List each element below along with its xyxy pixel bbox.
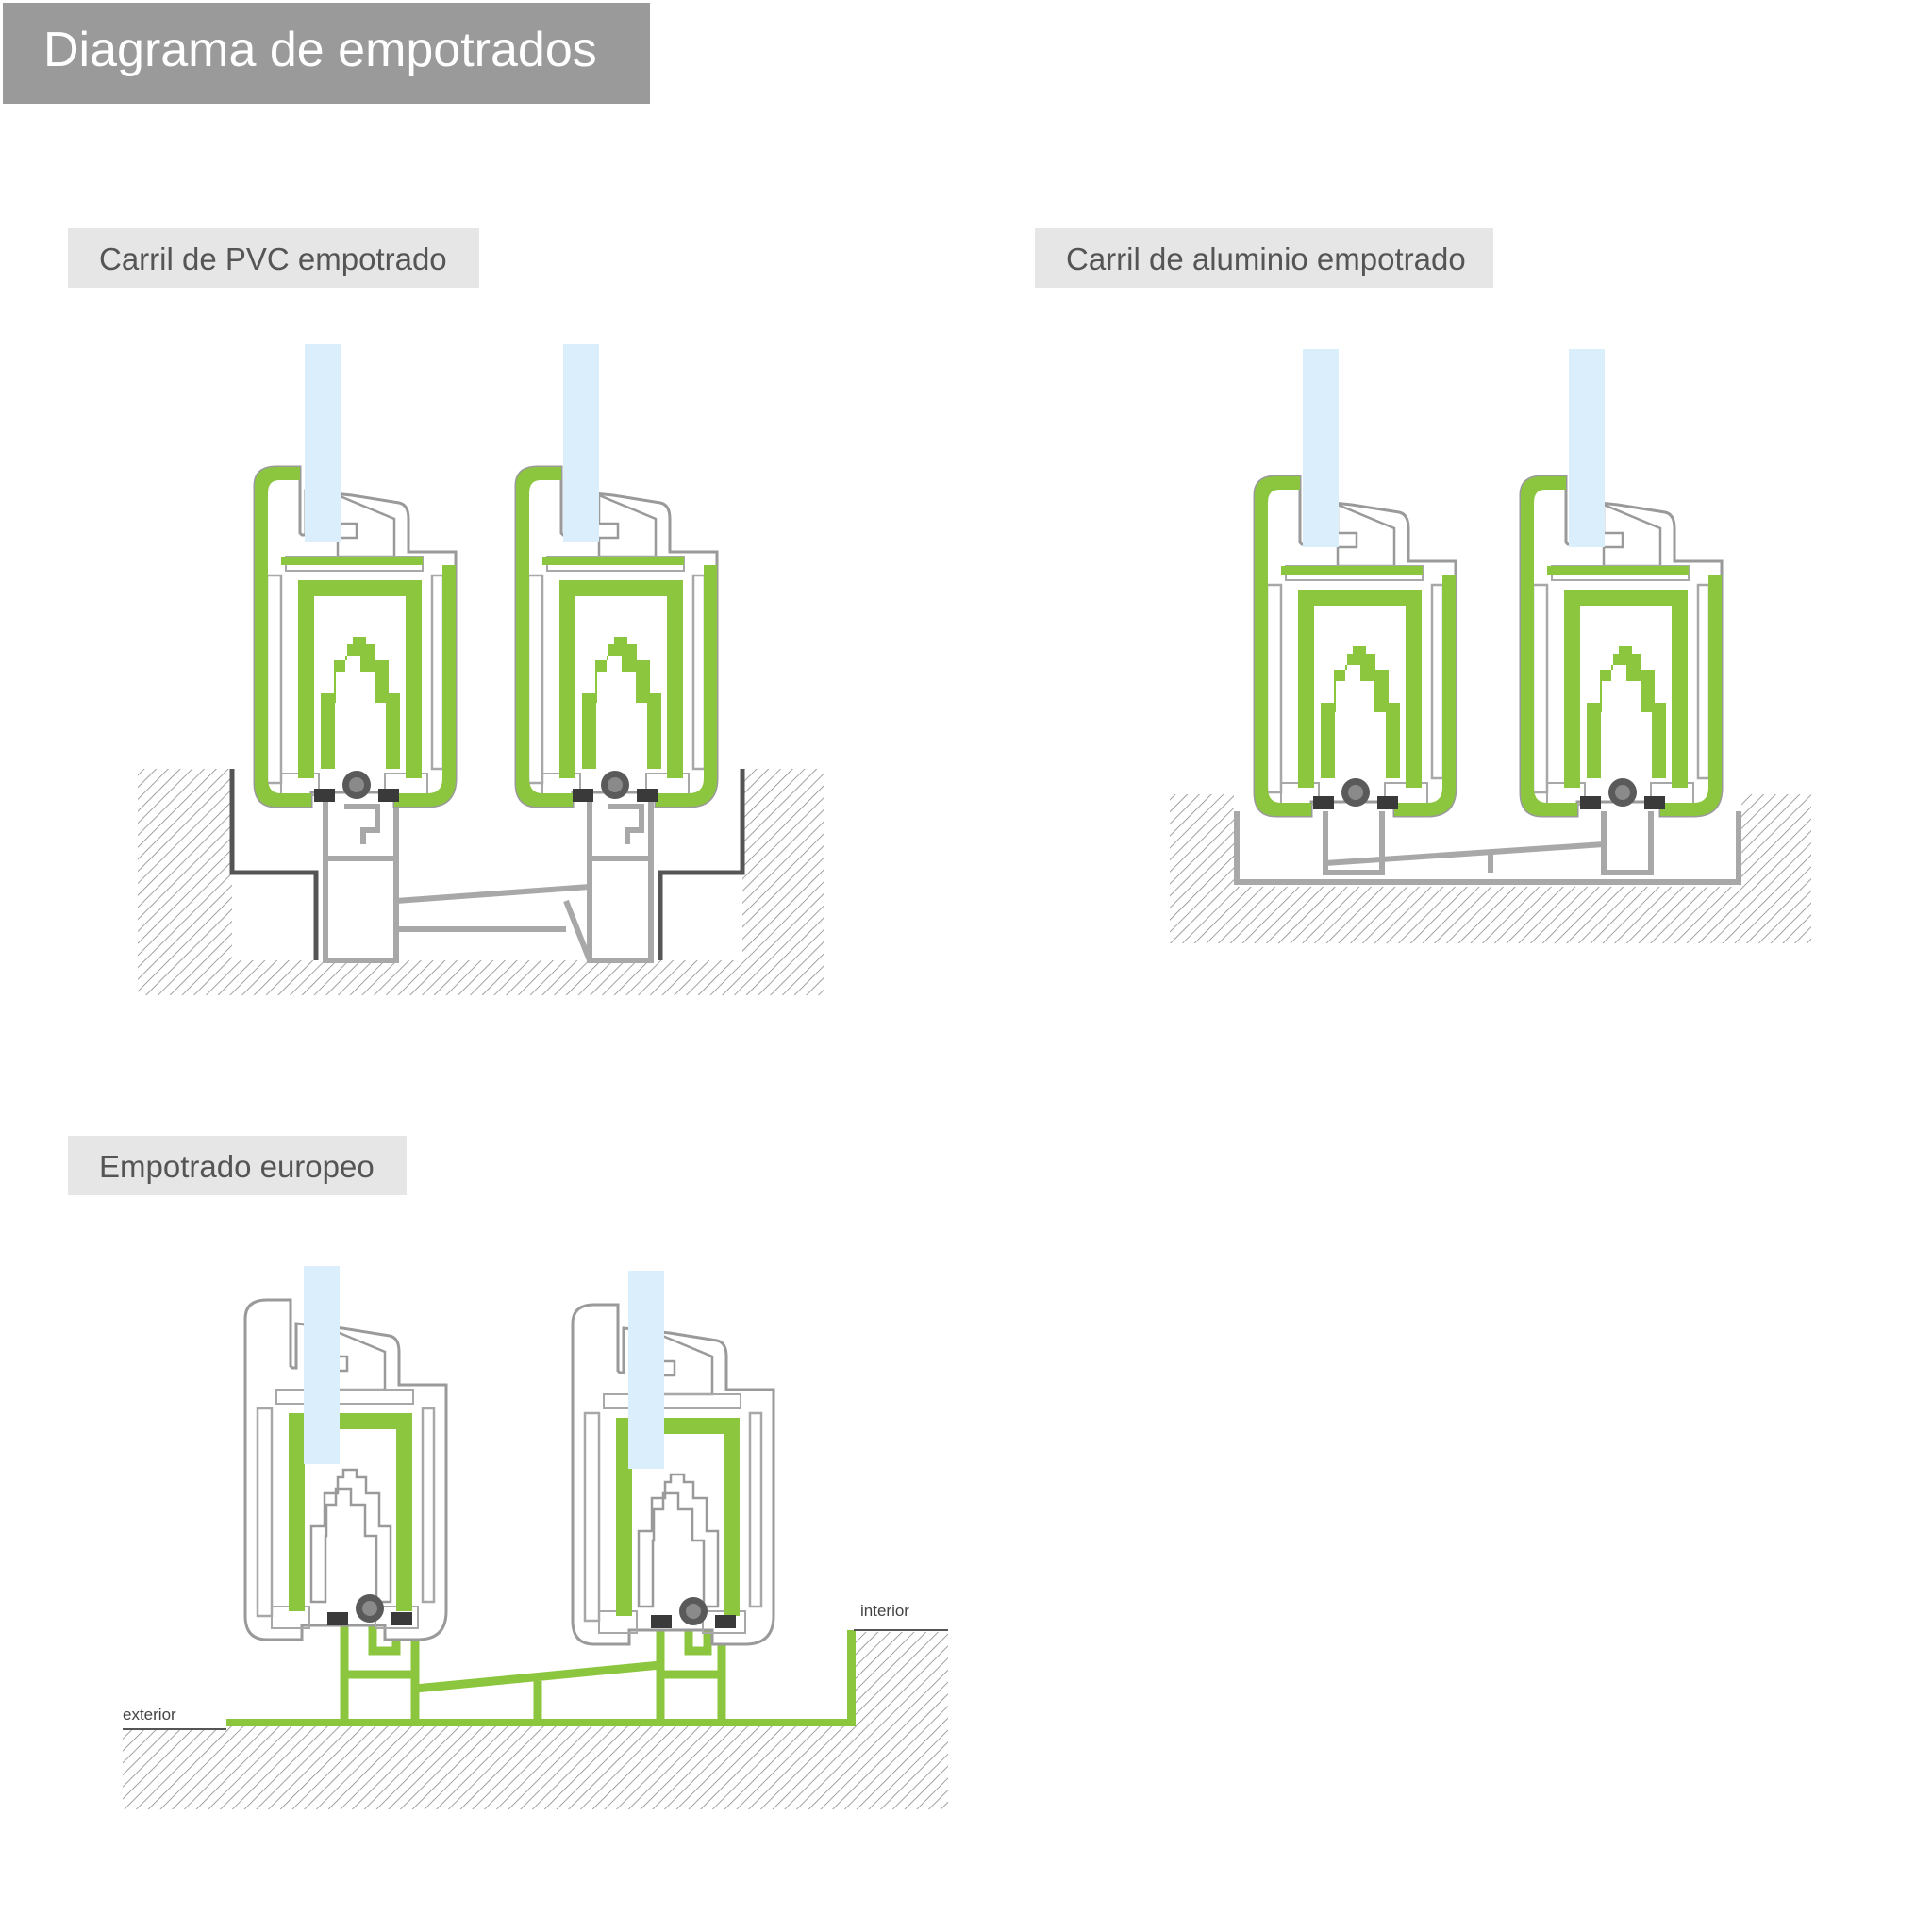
pvc-embed-edge-left xyxy=(229,769,319,960)
diagram-europeo: exterior interior xyxy=(123,1266,948,1809)
europeo-sash-left xyxy=(245,1300,446,1640)
europeo-base-plate xyxy=(226,1719,854,1726)
pvc-sash-right xyxy=(516,467,717,807)
label-interior: interior xyxy=(860,1602,909,1620)
europeo-upstand xyxy=(847,1630,856,1726)
europeo-floor-hatch xyxy=(123,1632,948,1809)
europeo-glass-left xyxy=(304,1266,340,1464)
aluminio-sash-left xyxy=(1255,476,1456,816)
page-title: Diagrama de empotrados xyxy=(43,23,597,77)
pvc-glass-left xyxy=(305,344,341,542)
label-exterior: exterior xyxy=(123,1706,176,1724)
section-label-europeo: Empotrado europeo xyxy=(68,1136,407,1195)
aluminio-glass-right xyxy=(1569,349,1605,547)
aluminio-sash-right xyxy=(1521,476,1722,816)
pvc-floor-hatch xyxy=(138,769,824,995)
europeo-glass-right xyxy=(628,1271,664,1469)
page-title-bar: Diagrama de empotrados xyxy=(3,3,650,104)
diagram-aluminio xyxy=(1170,349,1811,943)
pvc-sash-left xyxy=(255,467,456,807)
pvc-embed-edge-right xyxy=(658,769,745,960)
section-label-pvc-text: Carril de PVC empotrado xyxy=(99,242,447,276)
section-label-europeo-text: Empotrado europeo xyxy=(99,1149,375,1184)
section-label-aluminio-text: Carril de aluminio empotrado xyxy=(1066,242,1466,276)
section-label-aluminio: Carril de aluminio empotrado xyxy=(1035,228,1493,288)
pvc-glass-right xyxy=(563,344,599,542)
section-label-pvc: Carril de PVC empotrado xyxy=(68,228,479,288)
europeo-sash-right xyxy=(573,1305,774,1644)
aluminio-glass-left xyxy=(1303,349,1339,547)
diagram-pvc xyxy=(138,344,824,995)
aluminio-floor-hatch xyxy=(1170,794,1811,943)
pvc-rail-profile xyxy=(323,792,654,963)
aluminio-rail-profile xyxy=(1234,811,1741,885)
